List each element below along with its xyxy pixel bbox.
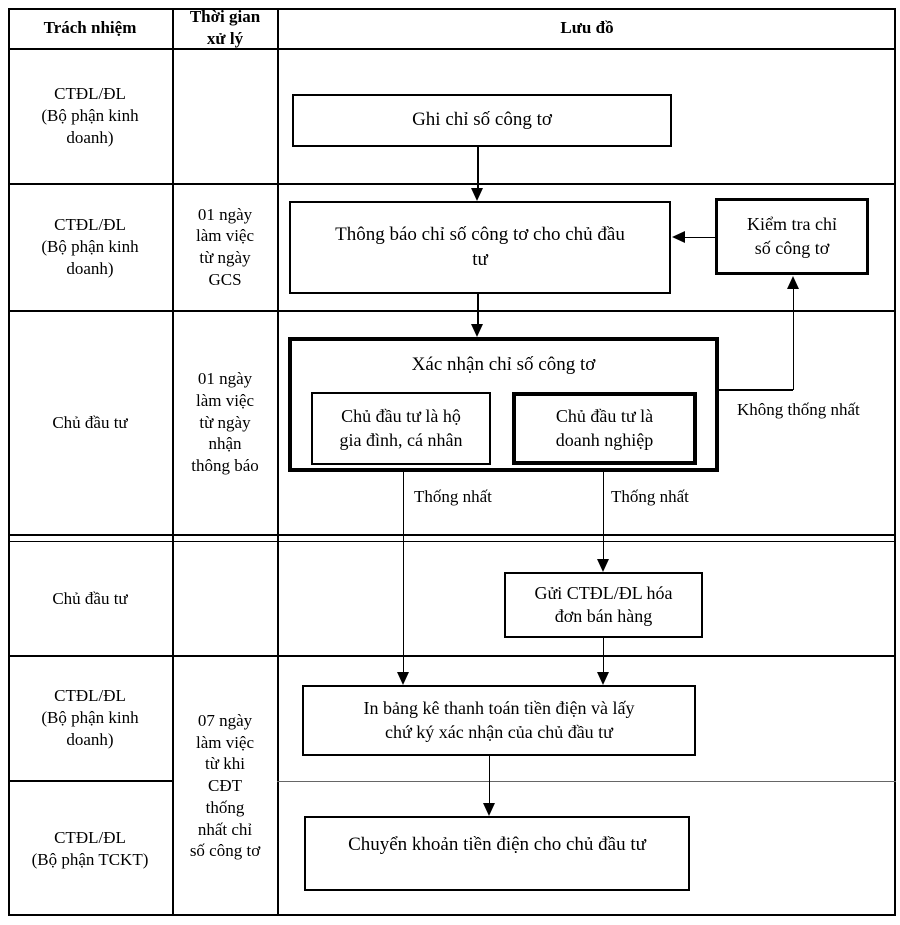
column-divider-2 xyxy=(277,8,279,916)
header-responsibility: Trách nhiệm xyxy=(8,8,172,48)
time-row2-label: 01 ngày làm việc từ ngày GCS xyxy=(195,204,255,289)
row-divider-3b xyxy=(8,541,896,542)
row-divider-1 xyxy=(8,183,896,185)
cell-time-row5-6: 07 ngày làm việc từ khi CĐT thống nhất c… xyxy=(173,656,277,916)
step-record-label: Ghi chỉ số công tơ xyxy=(412,109,552,131)
connector-notify-to-confirm xyxy=(477,294,479,325)
step-transfer-payment: Chuyển khoản tiền điện cho chủ đầu tư xyxy=(304,816,690,891)
step-confirm-title: Xác nhận chỉ số công tơ xyxy=(411,354,596,375)
header-flowchart: Lưu đồ xyxy=(278,8,896,48)
responsibility-row2-label: CTĐL/ĐL (Bộ phận kinh doanh) xyxy=(41,215,139,278)
step-send-invoice: Gửi CTĐL/ĐL hóa đơn bán hàng xyxy=(504,572,703,638)
header-flowchart-label: Lưu đồ xyxy=(560,18,614,38)
arrow-left-icon xyxy=(672,231,685,243)
arrow-down-icon xyxy=(483,803,495,816)
row-divider-header xyxy=(8,48,896,50)
label-disagree: Không thống nhất xyxy=(737,400,860,420)
cell-responsibility-row4: Chủ đầu tư xyxy=(8,542,172,655)
cell-responsibility-row5: CTĐL/ĐL (Bộ phận kinh doanh) xyxy=(8,656,172,780)
connector-agree-left xyxy=(402,471,404,673)
step-send-invoice-label: Gửi CTĐL/ĐL hóa đơn bán hàng xyxy=(534,582,673,626)
arrow-down-icon xyxy=(471,324,483,337)
connector-print-to-transfer xyxy=(488,756,490,804)
arrow-down-icon xyxy=(597,559,609,572)
responsibility-row6-label: CTĐL/ĐL (Bộ phận TCKT) xyxy=(31,827,149,869)
step-print-payment-statement: In bảng kê thanh toán tiền điện và lấy c… xyxy=(302,685,696,756)
header-processing-time: Thời gian xử lý xyxy=(173,7,277,48)
time-row5-6-label: 07 ngày làm việc từ khi CĐT thống nhất c… xyxy=(189,710,261,861)
row-divider-3a xyxy=(8,534,896,536)
cell-time-row2: 01 ngày làm việc từ ngày GCS xyxy=(173,184,277,310)
header-processing-time-label: Thời gian xử lý xyxy=(189,7,261,48)
label-agree-right: Thống nhất xyxy=(611,487,689,507)
step-notify-label: Thông báo chỉ số công tơ cho chủ đầu tư xyxy=(335,223,625,270)
row-divider-5-col3 xyxy=(277,781,896,782)
responsibility-row5-label: CTĐL/ĐL (Bộ phận kinh doanh) xyxy=(41,686,139,749)
step-enterprise-label: Chủ đầu tư là doanh nghiệp xyxy=(555,406,654,450)
connector-disagree-vertical xyxy=(792,288,794,390)
connector-send-to-print xyxy=(602,638,604,673)
step-record-meter-index: Ghi chỉ số công tơ xyxy=(292,94,672,147)
time-row3-label: 01 ngày làm việc từ ngày nhận thông báo xyxy=(191,369,259,476)
step-notify-meter-index: Thông báo chỉ số công tơ cho chủ đầu tư xyxy=(289,201,671,294)
connector-disagree-horizontal xyxy=(719,389,793,391)
header-responsibility-label: Trách nhiệm xyxy=(43,18,137,38)
arrow-down-icon xyxy=(471,188,483,201)
cell-responsibility-row1: CTĐL/ĐL (Bộ phận kinh doanh) xyxy=(8,49,172,183)
step-check-label: Kiểm tra chỉ số công tơ xyxy=(747,214,837,258)
label-disagree-text: Không thống nhất xyxy=(737,400,860,419)
connector-agree-right xyxy=(602,471,604,560)
step-check-meter-index: Kiểm tra chỉ số công tơ xyxy=(715,198,869,275)
label-agree-left: Thống nhất xyxy=(414,487,492,507)
connector-record-to-notify xyxy=(477,147,479,189)
arrow-down-icon xyxy=(597,672,609,685)
responsibility-row3-label: Chủ đầu tư xyxy=(52,412,128,432)
row-divider-4 xyxy=(8,655,896,657)
responsibility-row4-label: Chủ đầu tư xyxy=(52,588,128,608)
table-outer-border xyxy=(8,8,896,916)
label-agree-right-text: Thống nhất xyxy=(611,487,689,506)
cell-responsibility-row2: CTĐL/ĐL (Bộ phận kinh doanh) xyxy=(8,184,172,310)
connector-check-to-notify xyxy=(685,236,715,238)
row-divider-5-col1 xyxy=(8,780,172,782)
cell-responsibility-row6: CTĐL/ĐL (Bộ phận TCKT) xyxy=(8,781,172,916)
step-investor-enterprise: Chủ đầu tư là doanh nghiệp xyxy=(512,392,697,465)
step-investor-household: Chủ đầu tư là hộ gia đình, cá nhân xyxy=(311,392,491,465)
arrow-up-icon xyxy=(787,276,799,289)
column-divider-1 xyxy=(172,8,174,916)
arrow-down-icon xyxy=(397,672,409,685)
responsibility-row1-label: CTĐL/ĐL (Bộ phận kinh doanh) xyxy=(41,84,139,147)
cell-time-row3: 01 ngày làm việc từ ngày nhận thông báo xyxy=(173,311,277,534)
step-print-label: In bảng kê thanh toán tiền điện và lấy c… xyxy=(363,698,635,742)
step-transfer-label: Chuyển khoản tiền điện cho chủ đầu tư xyxy=(348,834,646,856)
step-household-label: Chủ đầu tư là hộ gia đình, cá nhân xyxy=(339,406,463,450)
cell-responsibility-row3: Chủ đầu tư xyxy=(8,311,172,534)
row-divider-2 xyxy=(8,310,896,312)
label-agree-left-text: Thống nhất xyxy=(414,487,492,506)
